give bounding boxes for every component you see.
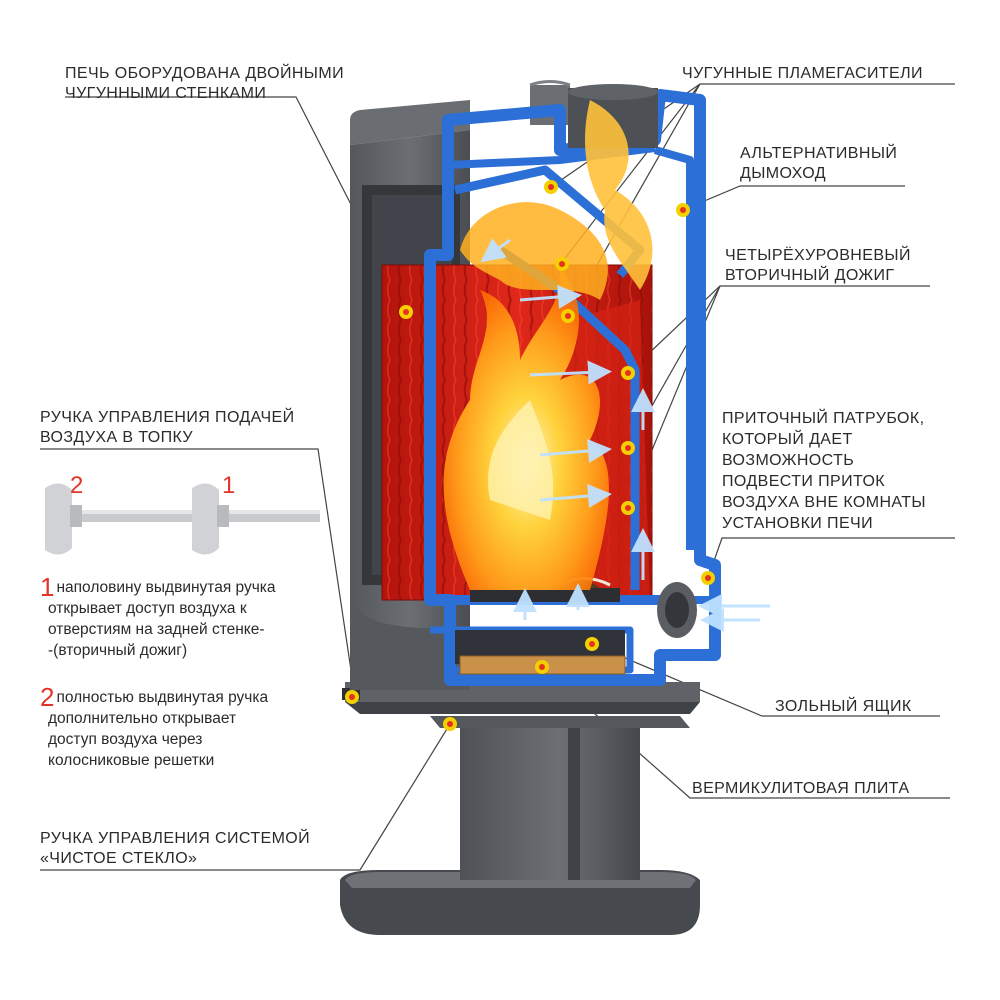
label-line: РУЧКА УПРАВЛЕНИЯ ПОДАЧЕЙ <box>40 409 295 426</box>
label-vermiculite: ВЕРМИКУЛИТОВАЯ ПЛИТА <box>692 779 910 799</box>
marker-dot <box>621 501 635 515</box>
label-line: ВОЗДУХА ВНЕ КОМНАТЫ <box>722 494 926 511</box>
marker-dot <box>555 257 569 271</box>
note-line: -(вторичный дожиг) <box>48 642 188 659</box>
marker-dot <box>544 180 558 194</box>
leader-air-handle <box>40 448 356 698</box>
label-line: ДЫМОХОД <box>740 165 826 182</box>
markers <box>345 180 715 731</box>
marker-dot <box>399 305 413 319</box>
label-line: ВОЗМОЖНОСТЬ <box>722 452 855 469</box>
note-line: доступ воздуха через <box>48 731 203 748</box>
note-line: открывает доступ воздуха к <box>48 600 247 617</box>
label-alt-chimney: АЛЬТЕРНАТИВНЫЙ ДЫМОХОД <box>740 144 897 184</box>
marker-dot <box>443 717 457 731</box>
label-line: ЗОЛЬНЫЙ ЯЩИК <box>775 698 912 715</box>
note-line: отверстиям на задней стенке- <box>48 621 265 638</box>
marker-dot <box>561 309 575 323</box>
flames <box>443 100 653 590</box>
leader-alt-chimney <box>682 185 905 211</box>
leader-ash-box <box>591 643 940 717</box>
label-line: КОТОРЫЙ ДАЕТ <box>722 431 853 448</box>
label-line: ЧУГУННЫЕ ПЛАМЕГАСИТЕЛИ <box>682 65 923 82</box>
leader-clean-glass <box>40 723 451 871</box>
leader-intake <box>707 537 955 579</box>
label-line: ПЕЧЬ ОБОРУДОВАНА ДВОЙНЫМИ <box>65 65 344 82</box>
label-double-walls: ПЕЧЬ ОБОРУДОВАНА ДВОЙНЫМИ ЧУГУННЫМИ СТЕН… <box>65 64 344 104</box>
label-line: ПРИТОЧНЫЙ ПАТРУБОК, <box>722 410 925 427</box>
air-arrows <box>480 238 770 632</box>
marker-dot <box>535 660 549 674</box>
note-line: полностью выдвинутая ручка <box>56 689 269 706</box>
intake-pipe <box>657 582 697 638</box>
handle-position-1: 1 <box>222 472 236 499</box>
label-line: «ЧИСТОЕ СТЕКЛО» <box>40 850 198 867</box>
leader-secondary-1 <box>627 285 930 374</box>
marker-dot <box>585 637 599 651</box>
note-number: 2 <box>40 682 55 712</box>
label-line: ВТОРИЧНЫЙ ДОЖИГ <box>725 267 895 284</box>
marker-dot <box>621 366 635 380</box>
label-line: ВОЗДУХА В ТОПКУ <box>40 429 193 446</box>
label-secondary-burn: ЧЕТЫРЁХУРОВНЕВЫЙ ВТОРИЧНЫЙ ДОЖИГ <box>725 246 911 286</box>
label-ash-box: ЗОЛЬНЫЙ ЯЩИК <box>775 697 912 717</box>
note-line: дополнительно открывает <box>48 710 237 727</box>
note-line: наполовину выдвинутая ручка <box>56 579 276 596</box>
label-line: ПОДВЕСТИ ПРИТОК <box>722 473 886 490</box>
label-clean-glass: РУЧКА УПРАВЛЕНИЯ СИСТЕМОЙ «ЧИСТОЕ СТЕКЛО… <box>40 829 310 869</box>
label-line: АЛЬТЕРНАТИВНЫЙ <box>740 145 898 162</box>
label-intake-pipe: ПРИТОЧНЫЙ ПАТРУБОК, КОТОРЫЙ ДАЕТ ВОЗМОЖН… <box>722 408 926 534</box>
stove-pedestal <box>340 716 700 935</box>
label-flame-arresters: ЧУГУННЫЕ ПЛАМЕГАСИТЕЛИ <box>682 64 923 84</box>
label-line: РУЧКА УПРАВЛЕНИЯ СИСТЕМОЙ <box>40 830 311 847</box>
marker-dot <box>345 690 359 704</box>
marker-dot <box>676 203 690 217</box>
marker-dot <box>621 441 635 455</box>
handle-drawing <box>45 483 320 555</box>
label-line: УСТАНОВКИ ПЕЧИ <box>722 515 873 532</box>
label-air-handle: РУЧКА УПРАВЛЕНИЯ ПОДАЧЕЙ ВОЗДУХА В ТОПКУ <box>40 408 295 448</box>
handle-position-2: 2 <box>70 472 84 499</box>
label-line: ВЕРМИКУЛИТОВАЯ ПЛИТА <box>692 780 910 797</box>
label-line: ЧЕТЫРЁХУРОВНЕВЫЙ <box>725 247 911 264</box>
marker-dot <box>701 571 715 585</box>
note-number: 1 <box>40 572 55 602</box>
note-line: колосниковые решетки <box>48 752 215 769</box>
label-line: ЧУГУННЫМИ СТЕНКАМИ <box>65 85 267 102</box>
leader-lines <box>40 83 955 871</box>
